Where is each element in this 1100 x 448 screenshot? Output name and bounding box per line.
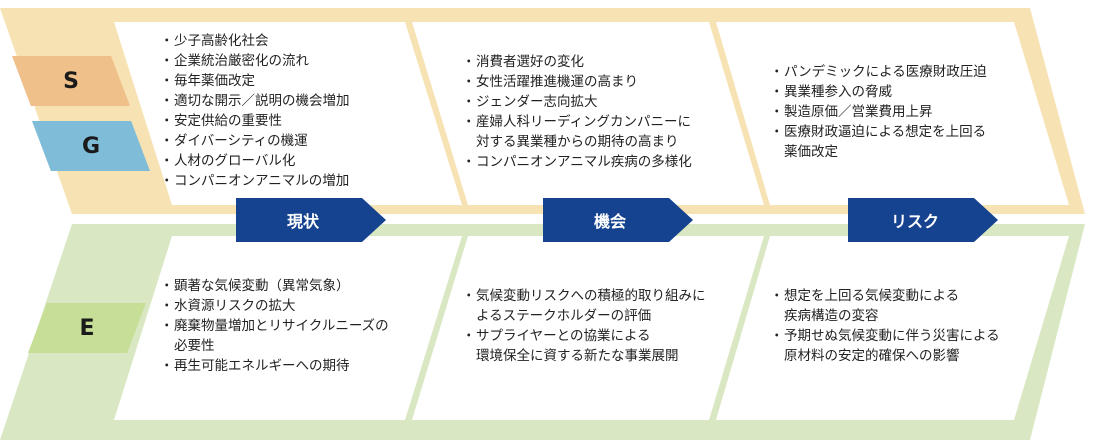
list-item: 顕著な気候変動（異常気象） xyxy=(160,276,389,296)
tab-g: G xyxy=(32,121,150,171)
list-item: 消費者選好の変化 xyxy=(462,52,692,72)
list-item: 製造原価／営業費用上昇 xyxy=(770,102,987,122)
list-item: 異業種参入の脅威 xyxy=(770,82,987,102)
list-item: 再生可能エネルギーへの期待 xyxy=(160,356,389,376)
list-item: 少子高齢化社会 xyxy=(160,31,350,51)
tab-e: E xyxy=(28,303,146,353)
arrow-opportunity: 機会 xyxy=(543,198,693,242)
list-item: ジェンダー志向拡大 xyxy=(462,92,692,112)
list-item: 人材のグローバル化 xyxy=(160,151,350,171)
sg-risk-list: パンデミックによる医療財政圧迫異業種参入の脅威製造原価／営業費用上昇医療財政逼迫… xyxy=(770,62,987,162)
list-item: コンパニオンアニマル疾病の多様化 xyxy=(462,152,692,172)
tab-s: S xyxy=(12,56,130,106)
tab-g-label: G xyxy=(81,133,101,159)
sg-opportunity-list: 消費者選好の変化女性活躍推進機運の高まりジェンダー志向拡大産婦人科リーディングカ… xyxy=(462,52,692,172)
list-item: 毎年薬価改定 xyxy=(160,71,350,91)
arrow-current-label: 現状 xyxy=(286,212,319,231)
arrow-risk: リスク xyxy=(848,198,998,242)
list-item: ダイバーシティの機運 xyxy=(160,131,350,151)
list-item: 企業統治厳密化の流れ xyxy=(160,51,350,71)
sg-current-list: 少子高齢化社会企業統治厳密化の流れ毎年薬価改定適切な開示／説明の機会増加安定供給… xyxy=(160,31,350,191)
e-current-list: 顕著な気候変動（異常気象）水資源リスクの拡大廃棄物量増加とリサイクルニーズの必要… xyxy=(160,276,389,376)
list-item: コンパニオンアニマルの増加 xyxy=(160,171,350,191)
e-opportunity-list: 気候変動リスクへの積極的取り組みによるステークホルダーの評価サプライヤーとの協業… xyxy=(462,286,706,366)
arrow-risk-label: リスク xyxy=(890,212,939,231)
e-risk-list: 想定を上回る気候変動による疾病構造の変容予期せぬ気候変動に伴う災害による原材料の… xyxy=(770,286,1000,366)
tab-e-label: E xyxy=(79,315,95,341)
arrow-opportunity-label: 機会 xyxy=(593,212,626,231)
list-item: パンデミックによる医療財政圧迫 xyxy=(770,62,987,82)
list-item: 適切な開示／説明の機会増加 xyxy=(160,91,350,111)
list-item: 女性活躍推進機運の高まり xyxy=(462,72,692,92)
list-item: 安定供給の重要性 xyxy=(160,111,350,131)
tab-s-label: S xyxy=(63,68,79,94)
list-item: 水資源リスクの拡大 xyxy=(160,296,389,316)
arrow-current: 現状 xyxy=(236,198,386,242)
